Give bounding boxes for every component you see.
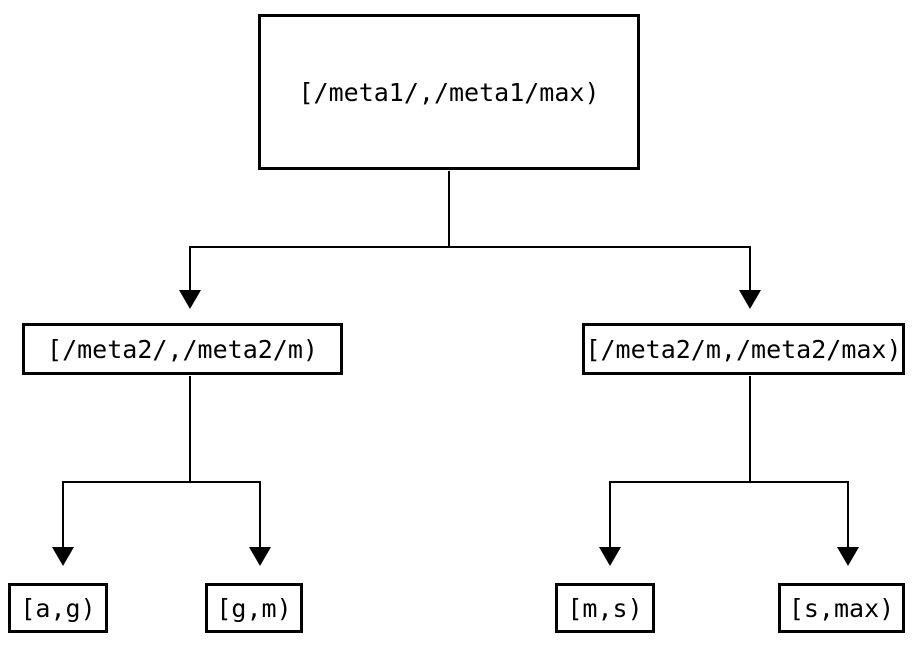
arrowhead-down-icon [599, 547, 621, 566]
edge-right-to-leaf-smax [749, 376, 849, 548]
node-leaf-m-s: [m,s) [555, 583, 655, 633]
node-label: [s,max) [788, 593, 895, 623]
arrowhead-down-icon [179, 290, 201, 309]
edge-right-to-leaf-ms [609, 376, 751, 548]
edge-root-to-left [189, 171, 450, 291]
arrowhead-down-icon [249, 547, 271, 566]
edge-root-to-right [448, 171, 751, 291]
node-left-meta2-lower-range: [/meta2/,/meta2/m) [22, 323, 343, 375]
node-label: [m,s) [567, 593, 643, 623]
node-leaf-g-m: [g,m) [205, 583, 303, 633]
node-label: [/meta1/,/meta1/max) [298, 77, 600, 107]
node-leaf-s-max: [s,max) [778, 583, 905, 633]
edge-left-to-leaf-ag [62, 376, 191, 548]
node-root-meta1-range: [/meta1/,/meta1/max) [258, 14, 640, 170]
arrowhead-down-icon [52, 547, 74, 566]
arrowhead-down-icon [739, 290, 761, 309]
node-label: [a,g) [20, 593, 96, 623]
node-label: [/meta2/,/meta2/m) [47, 334, 318, 364]
edge-left-to-leaf-gm [189, 376, 261, 548]
node-label: [g,m) [216, 593, 292, 623]
node-right-meta2-upper-range: [/meta2/m,/meta2/max) [582, 323, 905, 375]
node-label: [/meta2/m,/meta2/max) [585, 334, 902, 364]
node-leaf-a-g: [a,g) [8, 583, 108, 633]
arrowhead-down-icon [837, 547, 859, 566]
